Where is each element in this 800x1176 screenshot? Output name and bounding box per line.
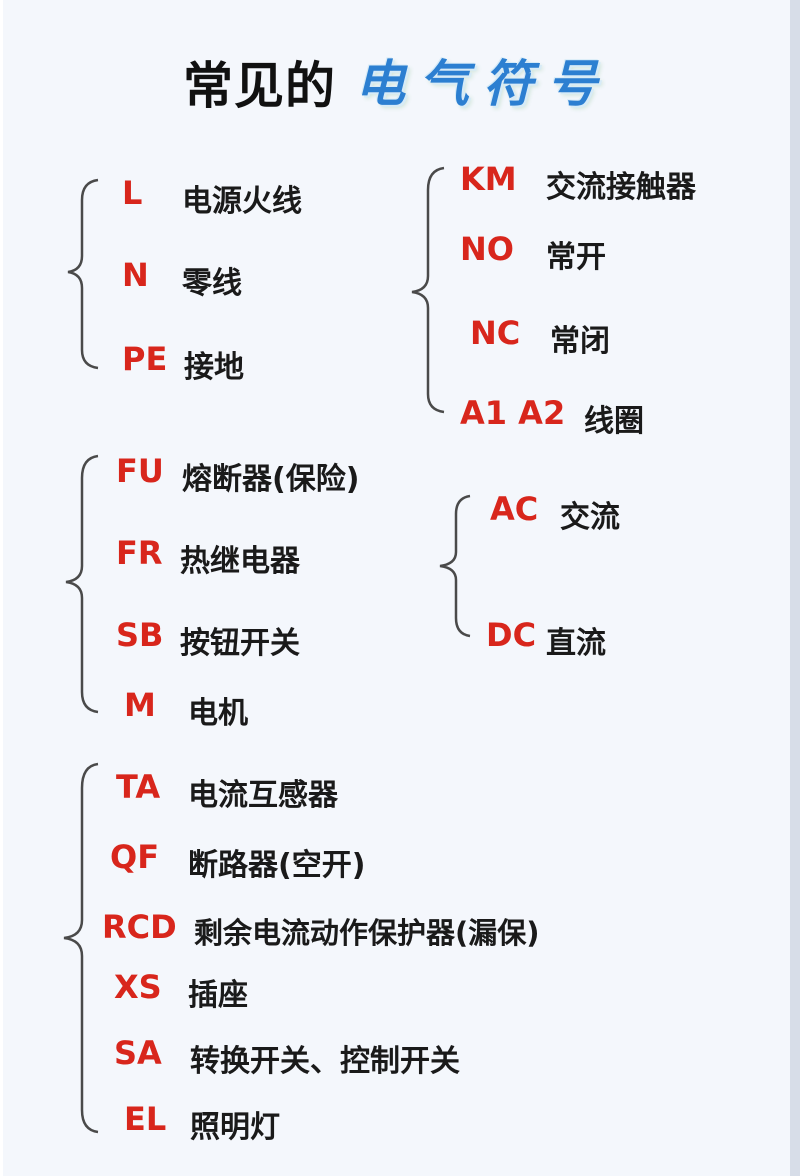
symbol-code: DC: [486, 616, 537, 654]
symbol-code: FR: [116, 534, 163, 572]
symbol-label: 常开: [546, 240, 606, 275]
symbol-label: 零线: [182, 266, 242, 301]
symbol-code: A1 A2: [460, 394, 566, 432]
symbol-code: NO: [460, 230, 514, 268]
symbol-label: 热继电器: [180, 544, 300, 579]
symbol-code: SA: [114, 1034, 162, 1072]
page-title: 常见的 电气符号: [0, 38, 800, 118]
bracket-group-power: [67, 178, 99, 370]
symbol-label: 熔断器(保险): [182, 462, 360, 497]
symbol-code: PE: [122, 340, 168, 378]
symbol-code: QF: [110, 838, 160, 876]
symbol-label: 照明灯: [190, 1110, 280, 1145]
symbol-code: TA: [116, 768, 161, 806]
symbol-label: 电流互感器: [188, 778, 338, 813]
symbol-code: AC: [490, 490, 539, 528]
symbol-label: 接地: [184, 350, 244, 385]
symbol-code: N: [122, 256, 149, 294]
symbol-code: EL: [124, 1100, 167, 1138]
symbol-label: 直流: [546, 626, 606, 661]
symbol-label: 交流: [560, 500, 620, 535]
symbol-label: 电源火线: [182, 184, 302, 219]
title-accent: 电气符号: [355, 54, 611, 113]
symbol-label: 线圈: [584, 404, 644, 439]
symbol-label: 断路器(空开): [188, 848, 366, 883]
symbol-label: 剩余电流动作保护器(漏保): [194, 916, 540, 950]
title-main: 常见的: [183, 57, 336, 115]
symbol-label: 常闭: [550, 324, 610, 359]
symbol-code: M: [124, 686, 156, 724]
symbol-label: 交流接触器: [546, 170, 696, 205]
symbol-code: RCD: [102, 908, 177, 946]
bracket-group-protection: [65, 454, 99, 714]
symbol-label: 插座: [188, 978, 248, 1013]
bracket-group-misc: [63, 762, 99, 1134]
symbol-code: XS: [114, 968, 162, 1006]
bracket-group-contactor: [411, 166, 445, 414]
symbol-label: 按钮开关: [180, 626, 300, 661]
bracket-group-current: [439, 494, 471, 638]
symbol-code: KM: [460, 160, 517, 198]
symbol-code: FU: [116, 452, 164, 490]
symbol-code: SB: [116, 616, 164, 654]
symbol-label: 电机: [188, 696, 248, 731]
symbol-code: NC: [470, 314, 521, 352]
symbol-code: L: [122, 174, 143, 212]
symbol-label: 转换开关、控制开关: [190, 1044, 460, 1079]
